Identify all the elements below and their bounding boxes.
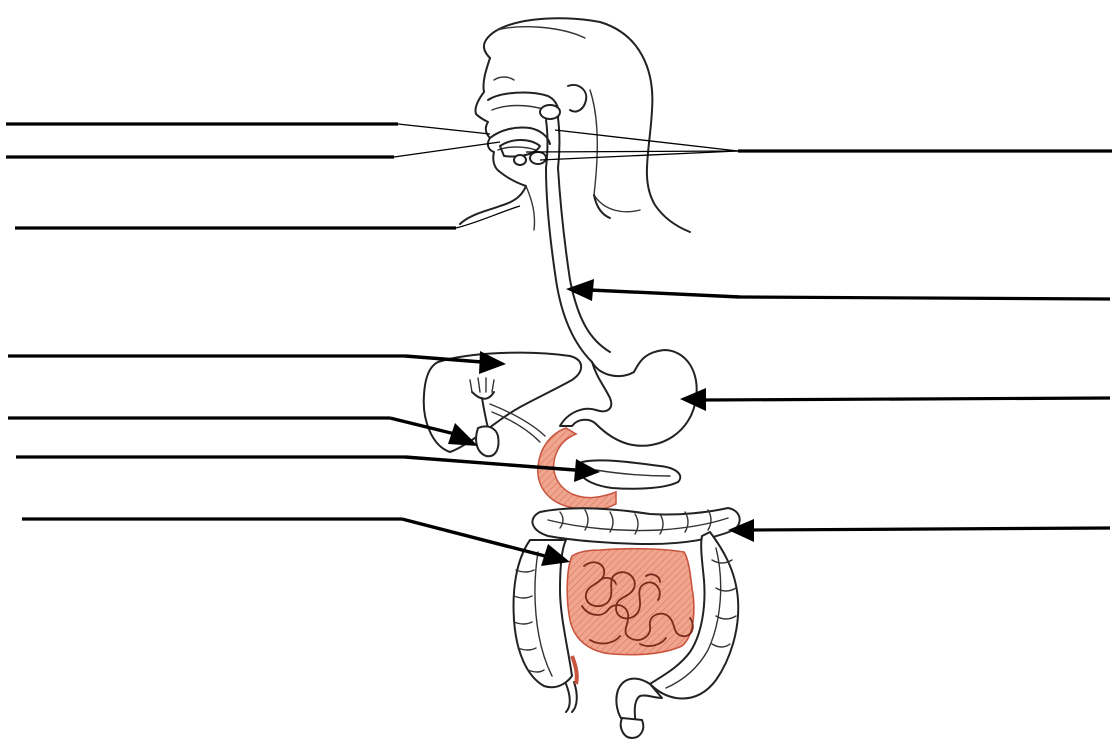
leader-mouth-lower	[394, 142, 500, 157]
oral-cavity	[488, 93, 560, 168]
label-line-stomach	[704, 398, 1110, 400]
label-line-large-intestine	[752, 528, 1110, 530]
head-outline	[460, 18, 690, 232]
label-line-esophagus	[740, 297, 1110, 299]
leader-salivary-top	[555, 130, 738, 151]
small-intestine	[567, 549, 694, 684]
esophagus	[546, 168, 610, 362]
arrow-pancreas	[405, 457, 600, 482]
arrow-esophagus	[566, 279, 740, 301]
pancreas	[580, 460, 680, 488]
leader-mouth-upper	[398, 124, 490, 134]
